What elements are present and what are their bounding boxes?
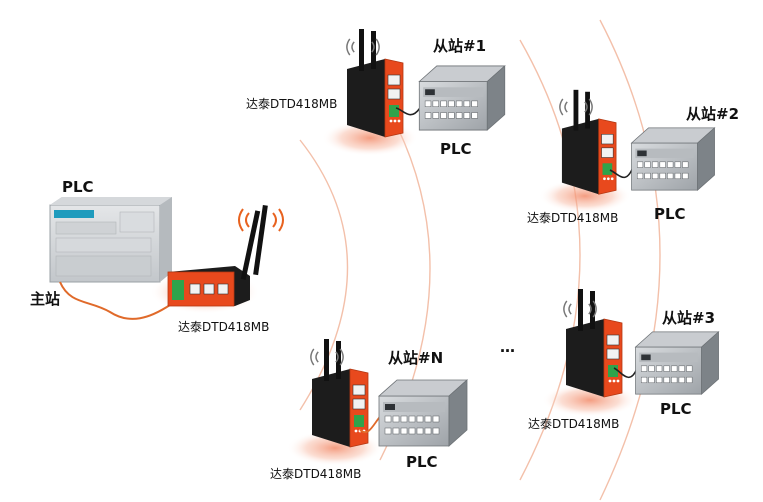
master-role-label: 主站 <box>30 290 60 308</box>
master-station: PLC 主站 达泰DTD4 <box>30 178 285 334</box>
slave-2-plc-device <box>631 127 716 191</box>
wave-arc-3 <box>519 39 581 481</box>
slave-n-plc-device <box>378 379 468 447</box>
slave-station-2: 从站#2 达泰DTD418MB PLC <box>527 89 739 225</box>
slave-1-plc-label: PLC <box>440 140 472 158</box>
slave-2-device-label: 达泰DTD418MB <box>527 211 618 225</box>
master-router-device <box>167 205 268 307</box>
master-device-label: 达泰DTD418MB <box>178 320 269 334</box>
slave-station-3: 从站#3 达泰DTD418MB PLC <box>528 288 720 431</box>
slave-1-device-label: 达泰DTD418MB <box>246 97 337 111</box>
slave-3-plc-device <box>635 331 720 395</box>
slave-1-plc-device <box>418 65 506 131</box>
slave-station-n: 从站#N 达泰DTD418MB PLC <box>270 338 468 481</box>
slave-2-router-device <box>561 89 617 195</box>
slave-2-plc-label: PLC <box>654 205 686 223</box>
slave-1-station-label: 从站#1 <box>433 37 486 55</box>
ellipsis-more-stations: … <box>500 338 515 356</box>
wave-arc-4 <box>599 19 661 501</box>
master-plc-label: PLC <box>62 178 94 196</box>
slave-3-device-label: 达泰DTD418MB <box>528 417 619 431</box>
master-plc-device <box>49 197 172 283</box>
slave-3-router-device <box>565 288 623 398</box>
slave-3-plc-label: PLC <box>660 400 692 418</box>
slave-station-1: 从站#1 达泰DTD418MB PLC <box>246 28 506 158</box>
slave-n-device-label: 达泰DTD418MB <box>270 467 361 481</box>
wave-arc-1 <box>299 139 349 411</box>
slave-1-router-device <box>346 28 404 138</box>
slave-n-station-label: 从站#N <box>388 349 443 367</box>
slave-3-station-label: 从站#3 <box>662 309 715 327</box>
slave-n-plc-label: PLC <box>406 453 438 471</box>
slave-2-station-label: 从站#2 <box>686 105 739 123</box>
